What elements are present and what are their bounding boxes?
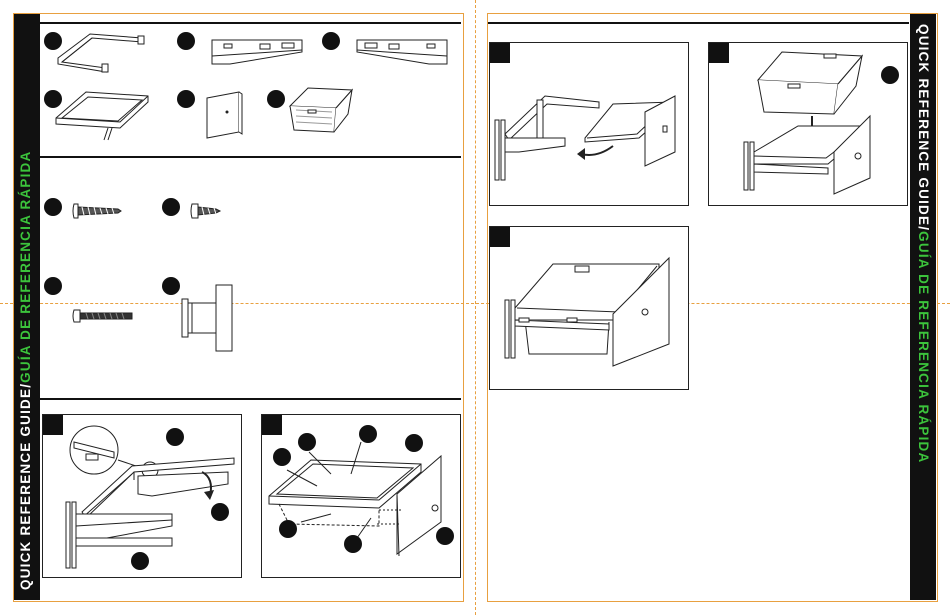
step-1-marker-right-bracket <box>211 503 229 521</box>
step-2-marker-g <box>436 527 454 545</box>
left-sidebar: QUICK REFERENCE GUIDE/GUÍA DE REFERENCIA… <box>14 14 40 600</box>
step-1-marker-left-bracket <box>131 552 149 570</box>
step-3-illustration <box>489 42 687 204</box>
step-2-marker-f <box>344 535 362 553</box>
short-screw-icon <box>190 202 222 220</box>
step-2-marker-b <box>359 425 377 443</box>
step-2-marker-e <box>279 520 297 538</box>
hardware-marker-short-screw <box>162 198 180 216</box>
part-marker-drawer-front <box>177 90 195 108</box>
left-hardware-rule <box>40 398 461 400</box>
hardware-marker-bolt <box>44 277 62 295</box>
part-right-bracket-illustration <box>355 38 450 68</box>
step-4-illustration <box>708 42 906 204</box>
part-basket-illustration <box>288 86 354 134</box>
left-title-es: GUÍA DE REFERENCIA RÁPIDA <box>18 151 33 383</box>
spacer-icon <box>180 283 236 353</box>
step-4-marker-basket <box>881 66 899 84</box>
step-2-marker-c <box>273 448 291 466</box>
part-frame-illustration <box>50 28 150 78</box>
fold-line-vertical <box>475 0 476 615</box>
step-1-marker-frame <box>166 428 184 446</box>
part-marker-right-bracket <box>322 32 340 50</box>
step-5-illustration <box>489 226 687 388</box>
part-marker-left-bracket <box>177 32 195 50</box>
hardware-marker-spacer <box>162 277 180 295</box>
part-marker-basket <box>267 90 285 108</box>
right-title-es: GUÍA DE REFERENCIA RÁPIDA <box>916 231 931 463</box>
left-title-en: QUICK REFERENCE GUIDE/ <box>18 383 33 590</box>
left-parts-rule <box>40 156 461 158</box>
part-tray-illustration <box>52 88 152 143</box>
hardware-marker-long-screw <box>44 198 62 216</box>
part-drawer-front-illustration <box>205 90 245 142</box>
bolt-icon <box>72 308 134 324</box>
step-2-marker-d <box>405 434 423 452</box>
part-left-bracket-illustration <box>210 38 305 68</box>
long-screw-icon <box>72 202 122 220</box>
step-2-marker-a <box>298 433 316 451</box>
right-title-en: QUICK REFERENCE GUIDE/ <box>916 24 931 231</box>
left-sidebar-title: QUICK REFERENCE GUIDE/GUÍA DE REFERENCIA… <box>18 151 33 590</box>
right-top-rule <box>488 22 909 24</box>
right-sidebar: QUICK REFERENCE GUIDE/GUÍA DE REFERENCIA… <box>910 14 936 600</box>
fold-line-horizontal <box>0 303 950 304</box>
left-top-rule <box>40 22 461 24</box>
right-sidebar-title: QUICK REFERENCE GUIDE/GUÍA DE REFERENCIA… <box>916 24 931 463</box>
